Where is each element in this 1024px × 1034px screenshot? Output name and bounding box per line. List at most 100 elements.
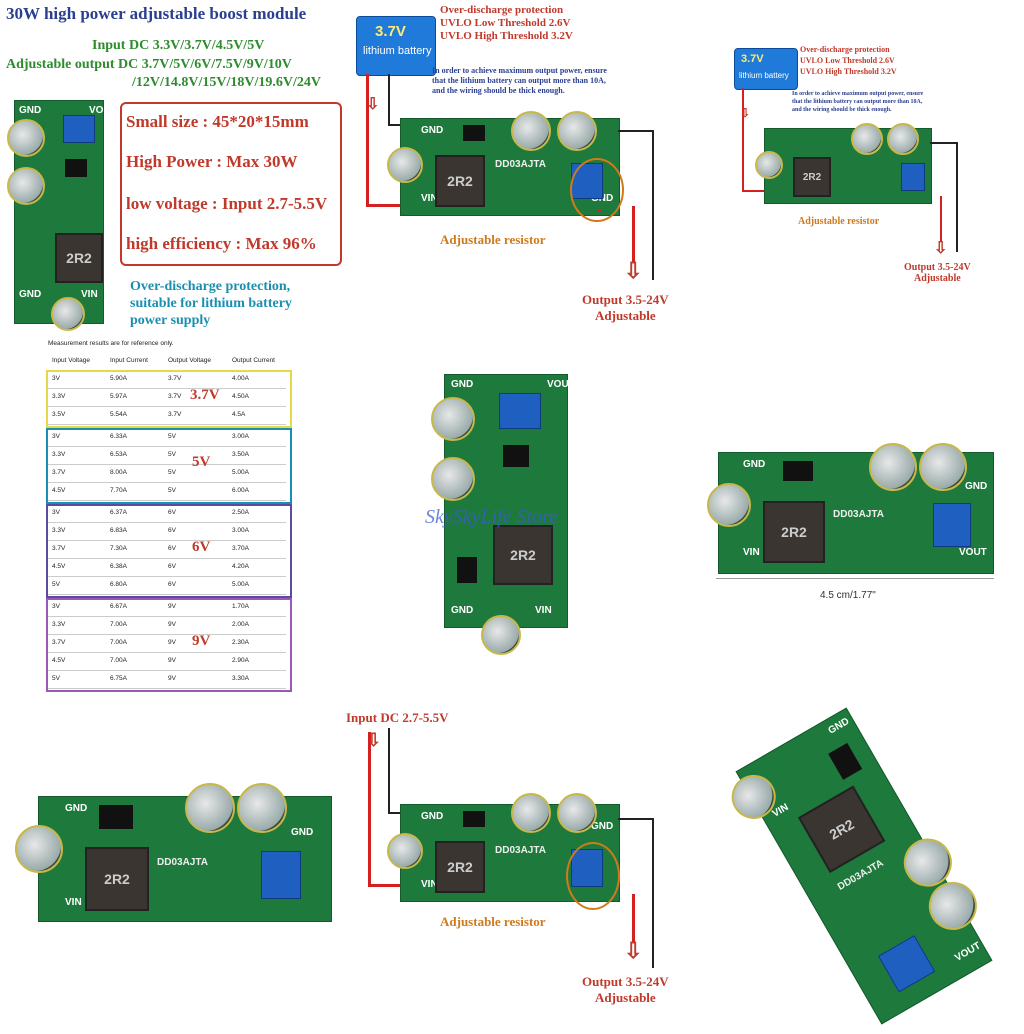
output-line: Adjustable	[595, 990, 656, 1005]
table-cell: 6V	[168, 563, 176, 570]
gnd-label: GND	[743, 459, 766, 470]
table-cell: 6.53A	[110, 451, 127, 458]
input-dc-label: Input DC 2.7-5.5V	[346, 710, 449, 725]
spec-power: High Power : Max 30W	[126, 152, 298, 171]
chip-label: DD03AJTA	[495, 159, 546, 170]
pcb-wiring-top-right: 2R2	[755, 123, 932, 204]
table-group-label: 9V	[192, 633, 211, 649]
table-cell: 3.50A	[232, 451, 249, 458]
table-header: Output Voltage	[168, 357, 212, 364]
capacitor	[15, 825, 63, 873]
table-group	[46, 370, 292, 428]
table-cell: 5V	[168, 469, 176, 476]
inductor: 2R2	[85, 847, 149, 911]
table-cell: 3V	[52, 509, 60, 516]
capacitor	[387, 833, 423, 869]
table-cell: 8.00A	[110, 469, 127, 476]
table-cell: 3.7V	[168, 411, 182, 418]
table-group	[46, 428, 292, 504]
table-group	[46, 598, 292, 692]
gnd-label: GND	[421, 125, 444, 136]
gnd-label: GND	[421, 811, 444, 822]
inductor: 2R2	[435, 841, 485, 893]
black-wire	[388, 812, 408, 814]
black-wire	[388, 124, 408, 126]
adjustable-resistor-label: Adjustable resistor	[440, 914, 546, 929]
inductor: 2R2	[493, 525, 553, 585]
capacitor	[7, 167, 45, 205]
output-line: Output 3.5-24V	[582, 974, 669, 989]
table-cell: 6V	[168, 527, 176, 534]
chip-label: DD03AJTA	[157, 857, 208, 868]
gnd-label: GND	[19, 105, 42, 116]
table-cell: 9V	[168, 621, 176, 628]
wiring-note-line: that the lithium battery can output more…	[792, 99, 923, 105]
gnd-label: GND	[65, 803, 88, 814]
table-cell: 7.00A	[110, 621, 127, 628]
spec-size: Small size : 45*20*15mm	[126, 112, 309, 131]
adjustable-resistor-label: Adjustable resistor	[798, 216, 880, 227]
table-cell: 7.00A	[110, 657, 127, 664]
table-cell: 6.33A	[110, 433, 127, 440]
gnd-label: GND	[591, 821, 614, 832]
battery-voltage: 3.7V	[741, 53, 764, 65]
table-cell: 2.30A	[232, 639, 249, 646]
table-header-row: Input Voltage Input Current Output Volta…	[48, 352, 286, 371]
vin-label: VIN	[81, 289, 98, 300]
odp-title: Over-discharge protection	[800, 45, 890, 54]
arrow-down-icon: ⇩	[624, 258, 643, 283]
pcb-horizontal-right: GND GND VIN VOUT 2R2 DD03AJTA	[707, 443, 994, 574]
red-wire	[366, 204, 408, 207]
vin-label: VIN	[743, 547, 760, 558]
table-cell: 5V	[52, 675, 60, 682]
pcb-rotated-bottom-right: GND VIN VOUT 2R2 DD03AJTA	[723, 707, 993, 1025]
potentiometer	[63, 115, 95, 143]
resistor-highlight-ring	[570, 158, 624, 222]
table-caption: Measurement results are for reference on…	[48, 340, 174, 347]
spec-voltage: low voltage : Input 2.7-5.5V	[126, 194, 328, 213]
output-label: Output 3.5-24V Adjustable	[582, 974, 669, 1006]
table-cell: 4.00A	[232, 375, 249, 382]
wiring-note: In order to achieve maximum output power…	[432, 66, 607, 96]
table-cell: 3.00A	[232, 433, 249, 440]
spec-box: Small size : 45*20*15mm High Power : Max…	[120, 102, 342, 266]
table-cell: 3V	[52, 375, 60, 382]
table-cell: 6.67A	[110, 603, 127, 610]
table-cell: 3.7V	[52, 469, 66, 476]
table-cell: 2.50A	[232, 509, 249, 516]
table-cell: 3.7V	[52, 639, 66, 646]
diode	[457, 557, 477, 583]
spec-efficiency: high efficiency : Max 96%	[126, 234, 317, 253]
chip-label: DD03AJTA	[495, 845, 546, 856]
red-wire	[598, 210, 601, 212]
gnd-label: GND	[451, 379, 474, 390]
table-cell: 5V	[52, 581, 60, 588]
table-cell: 7.70A	[110, 487, 127, 494]
diode	[463, 811, 485, 827]
output-line: Adjustable	[595, 308, 656, 323]
capacitor	[481, 615, 521, 655]
arrow-down-icon: ⇩	[366, 730, 382, 750]
table-cell: 9V	[168, 639, 176, 646]
red-wire	[742, 190, 768, 192]
capacitor	[557, 111, 597, 151]
battery-voltage: 3.7V	[375, 23, 406, 40]
lithium-battery: 3.7V lithium battery	[356, 16, 436, 76]
black-wire	[388, 728, 390, 814]
capacitor	[185, 783, 235, 833]
inductor: 2R2	[763, 501, 825, 563]
table-cell: 3.30A	[232, 675, 249, 682]
inductor: 2R2	[435, 155, 485, 207]
red-wire	[366, 74, 369, 206]
table-cell: 5.00A	[232, 581, 249, 588]
output-line: Output 3.5-24V	[904, 262, 971, 273]
